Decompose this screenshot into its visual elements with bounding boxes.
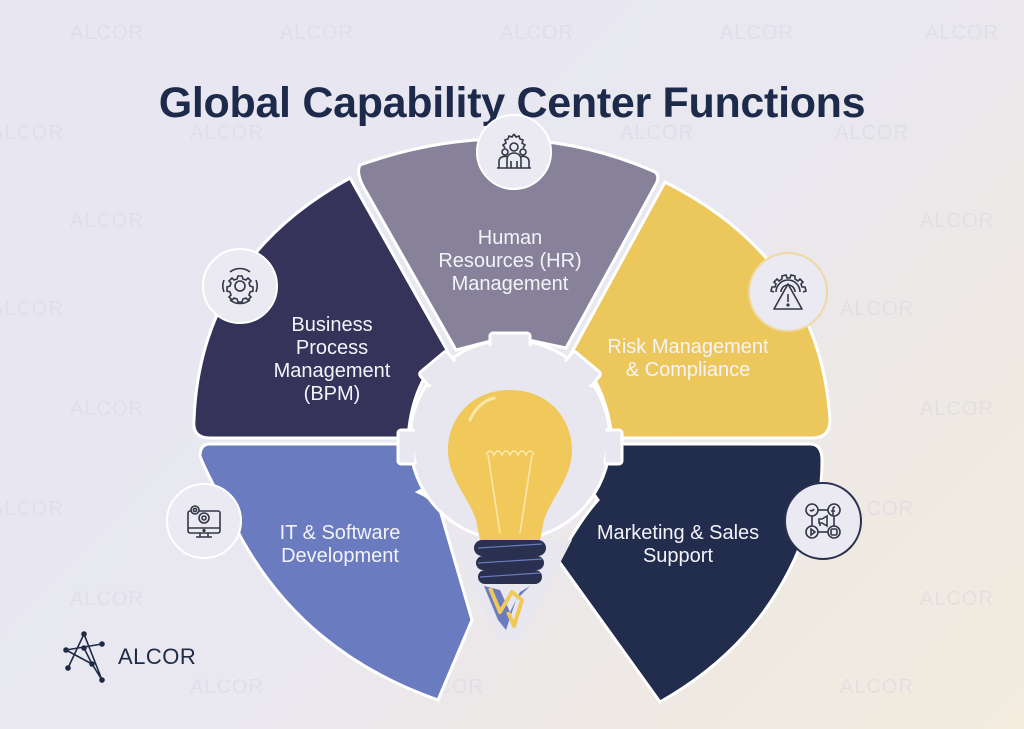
- social-media-megaphone-icon: [805, 503, 841, 539]
- it-icon-badge: [166, 483, 242, 559]
- lightbulb-icon: [448, 390, 572, 630]
- gear-cycle-icon: [222, 267, 258, 305]
- label-risk: Risk Management & Compliance: [607, 336, 769, 381]
- marketing-icon-badge: [784, 482, 862, 560]
- segment-bpm[interactable]: [192, 175, 449, 440]
- brand-logo: ALCOR: [62, 630, 196, 684]
- label-marketing: Marketing & Sales Support: [596, 522, 760, 567]
- segment-risk[interactable]: [570, 180, 832, 440]
- label-bpm: Business Process Management (BPM): [273, 314, 391, 405]
- gear-warning-icon: [770, 274, 807, 310]
- computer-gears-icon: [187, 505, 221, 538]
- alcor-star-icon: [63, 631, 105, 683]
- brand-name: ALCOR: [118, 644, 197, 669]
- label-it: IT & Software Development: [279, 522, 401, 567]
- bpm-icon-badge: [202, 248, 278, 324]
- hr-gear-people-icon: [497, 133, 531, 169]
- hr-icon-badge: [476, 114, 552, 190]
- label-hr: Human Resources (HR) Management: [438, 227, 582, 295]
- risk-icon-badge: [748, 252, 828, 332]
- segment-hr[interactable]: [357, 137, 660, 352]
